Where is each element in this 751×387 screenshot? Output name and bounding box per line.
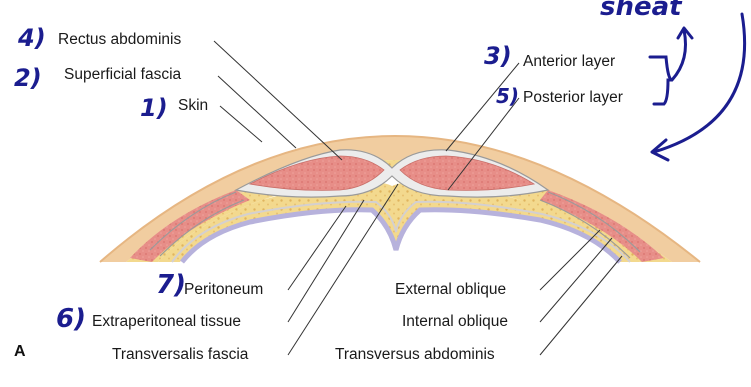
label-skin: Skin xyxy=(176,97,210,115)
label-posterior-layer: Posterior layer xyxy=(521,89,625,107)
annotation-2: 2) xyxy=(14,66,42,90)
label-extraperitoneal-tissue: Extraperitoneal tissue xyxy=(90,313,243,331)
label-anterior-layer: Anterior layer xyxy=(521,53,617,71)
annotation-4: 4) xyxy=(18,26,46,50)
label-peritoneum: Peritoneum xyxy=(182,281,265,299)
annotation-sheath: sheat xyxy=(600,0,682,20)
annotation-6: 6) xyxy=(56,306,86,332)
annotation-3: 3) xyxy=(484,44,512,68)
label-transversus-abdominis: Transversus abdominis xyxy=(333,346,497,364)
label-internal-oblique: Internal oblique xyxy=(400,313,510,331)
label-external-oblique: External oblique xyxy=(393,281,508,299)
annotation-1: 1) xyxy=(140,96,168,120)
label-transversalis-fascia: Transversalis fascia xyxy=(110,346,250,364)
handwritten-bracket-arrow xyxy=(672,28,692,80)
annotation-5: 5) xyxy=(496,86,519,106)
annotation-7: 7) xyxy=(156,272,186,298)
label-superficial-fascia: Superficial fascia xyxy=(62,66,183,84)
label-rectus-abdominis: Rectus abdominis xyxy=(56,31,183,49)
handwritten-bracket xyxy=(650,57,672,104)
handwritten-curved-arrow xyxy=(652,14,745,160)
panel-label: A xyxy=(14,343,26,361)
